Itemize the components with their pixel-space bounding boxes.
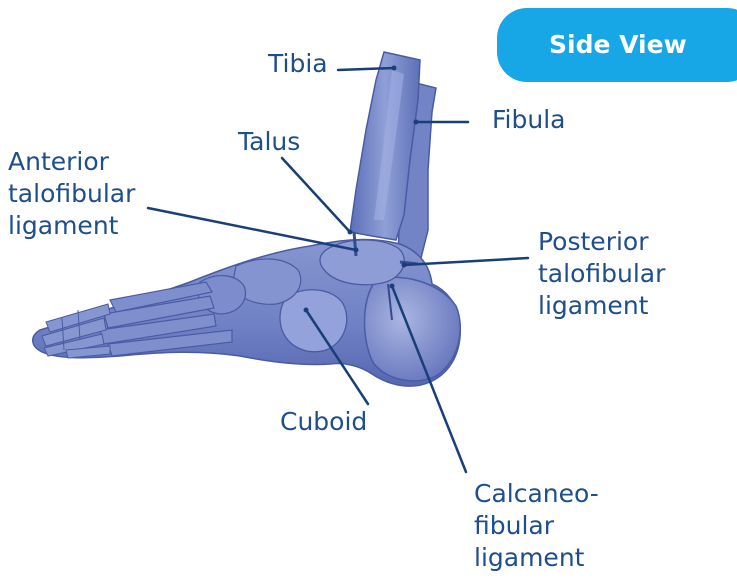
calcaneofibular-line-2: fibular [474,510,599,542]
anterior-talofibular-label: Anterior talofibular ligament [8,146,135,242]
talus-leader [282,158,350,232]
cuboid-label: Cuboid [280,406,367,438]
calcaneofibular-line-1: Calcaneo- [474,478,599,510]
posterior-talofibular-line-3: ligament [538,290,665,322]
calcaneofibular-label: Calcaneo- fibular ligament [474,478,599,574]
anterior-talofibular-line-3: ligament [8,210,135,242]
posterior-talofibular-line-2: talofibular [538,258,665,290]
anterior-talofibular-line-1: Anterior [8,146,135,178]
calcaneofibular-line-3: ligament [474,542,599,574]
tibia-label: Tibia [268,48,328,80]
posterior-talofibular-label: Posterior talofibular ligament [538,226,665,322]
side-view-badge: Side View [497,8,737,82]
posterior-talofibular-line-1: Posterior [538,226,665,258]
talus-label: Talus [238,126,300,158]
anterior-talofibular-leader [148,208,356,250]
phalanges [42,304,110,358]
anterior-talofibular-line-2: talofibular [8,178,135,210]
fibula-label: Fibula [492,104,566,136]
